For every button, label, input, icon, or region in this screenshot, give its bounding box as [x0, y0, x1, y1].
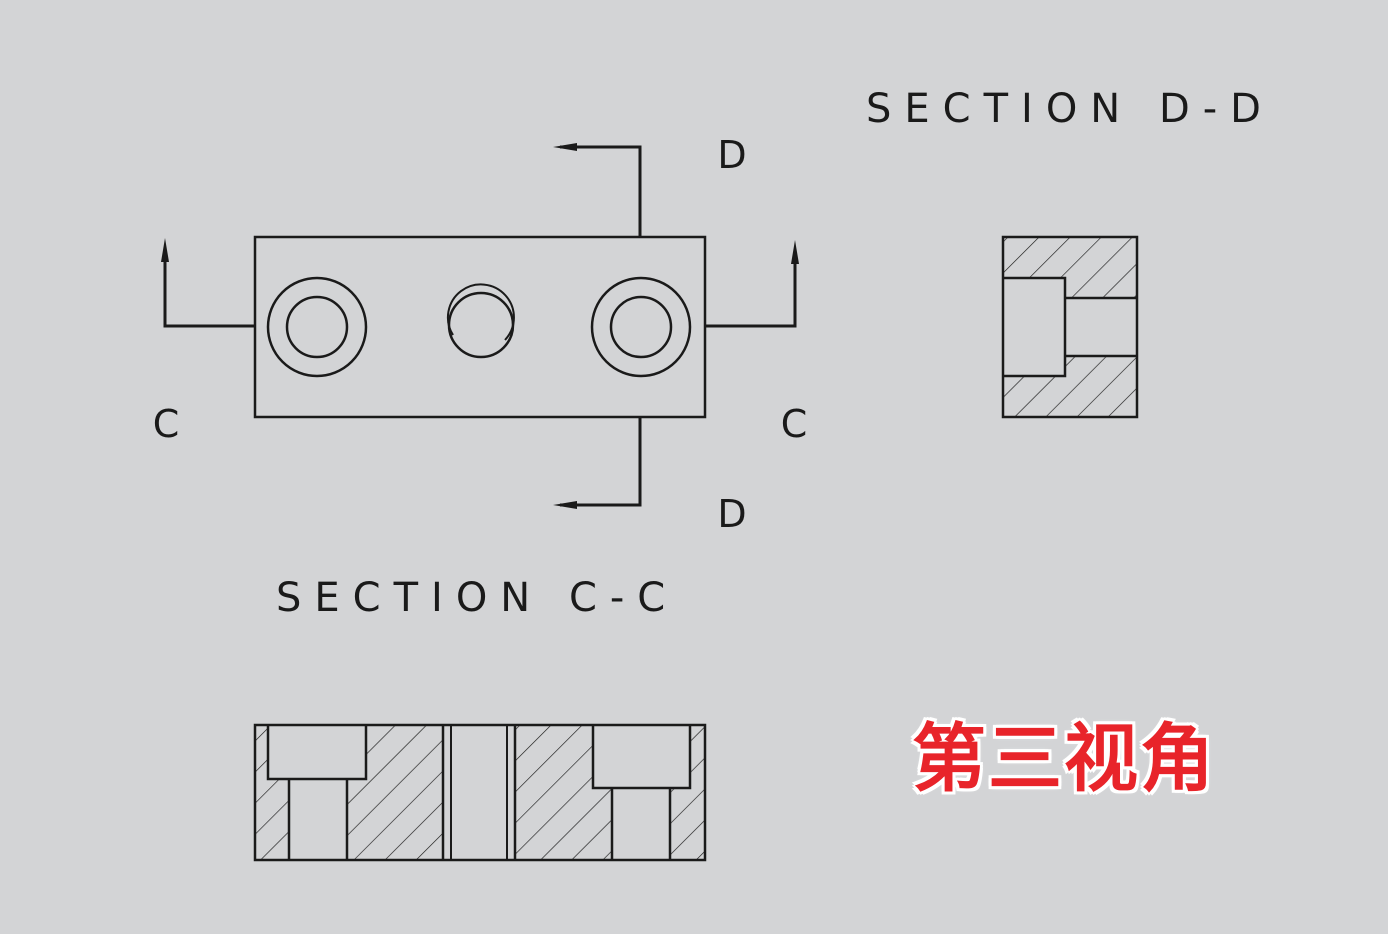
section-dd-view — [1001, 235, 1139, 419]
view-angle-badge: 第三视角 — [912, 716, 1216, 802]
cutting-plane-d — [553, 143, 642, 509]
cut-label-c-right: C — [781, 402, 808, 446]
section-dd-hatch — [1003, 237, 1137, 417]
arrow-up-icon — [791, 240, 799, 264]
section-cc-view — [253, 723, 707, 862]
cut-label-d-top: D — [717, 133, 746, 177]
counterbore-left-outer — [266, 276, 368, 378]
arrow-up-icon — [161, 238, 169, 262]
counterbore-left-inner — [285, 295, 349, 359]
cut-label-c-left: C — [153, 402, 180, 446]
arrow-left-icon — [553, 501, 577, 509]
section-cc-hatch — [255, 725, 705, 860]
section-dd-title: SECTION D-D — [866, 86, 1274, 132]
cut-label-d-bottom: D — [717, 492, 746, 536]
counterbore-right-inner — [609, 295, 673, 359]
top-view — [253, 235, 707, 419]
tapped-hole-center — [446, 283, 515, 359]
section-cc-title: SECTION C-C — [276, 575, 678, 621]
cutting-plane-c — [161, 238, 799, 328]
counterbore-right-outer — [590, 276, 692, 378]
arrow-left-icon — [553, 143, 577, 151]
top-view-outline — [253, 235, 707, 419]
